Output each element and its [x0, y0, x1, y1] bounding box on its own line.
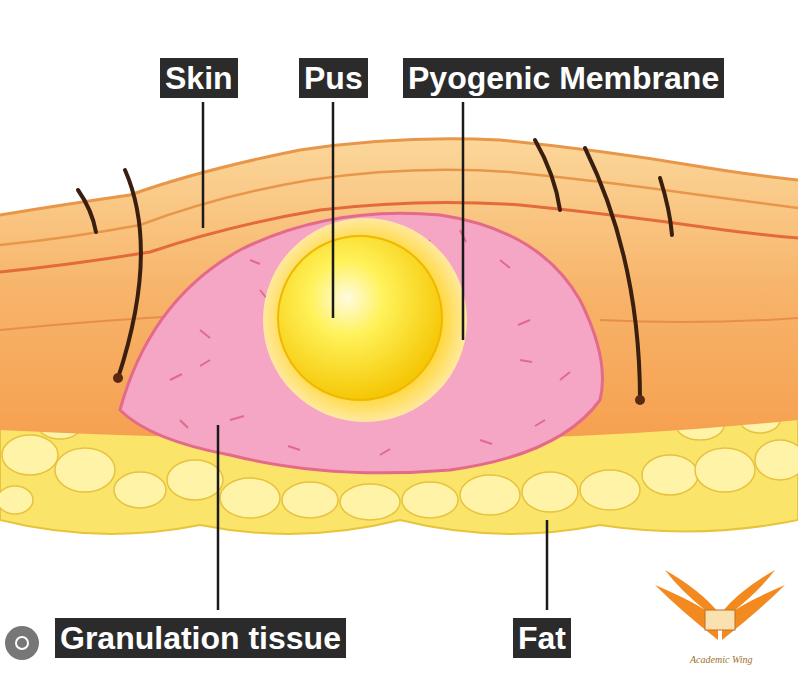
part-label: Pyogenic Membrane	[403, 58, 724, 98]
part-label: Skin	[160, 58, 238, 98]
part-label: Granulation tissue	[55, 618, 346, 658]
watermark: Academic Wing	[690, 654, 752, 666]
part-label: Pus	[299, 58, 368, 98]
part-label: Fat	[513, 618, 571, 658]
